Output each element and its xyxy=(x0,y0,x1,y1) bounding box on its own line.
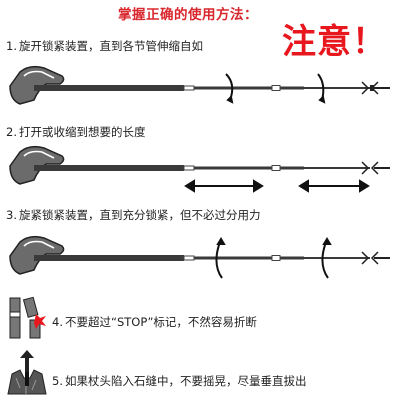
rock-crevice-icon xyxy=(7,350,47,395)
step-number: 2. xyxy=(6,125,17,139)
step-text: 不要超过“STOP”标记，不然容易折断 xyxy=(64,315,257,329)
step-5: 5.如果杖头陷入石缝中，不要摇晃，尽量垂直拔出 xyxy=(52,373,306,389)
pole-illustration-1 xyxy=(9,65,390,105)
trekking-pole xyxy=(9,65,390,105)
rotate-arrow xyxy=(225,73,326,104)
step-text: 旋开锁紧装置，直到各节管伸缩自如 xyxy=(18,39,203,53)
step-number: 5. xyxy=(52,374,63,388)
double-arrow xyxy=(184,179,370,193)
step-4: 4.不要超过“STOP”标记，不然容易折断 xyxy=(52,314,257,330)
page-title: 掌握正确的使用方法： xyxy=(118,7,258,23)
rotate-arrow xyxy=(215,237,332,279)
step-text: 打开或收缩到想要的长度 xyxy=(18,125,146,139)
step-text: 如果杖头陷入石缝中，不要摇晃，尽量垂直拔出 xyxy=(64,374,307,388)
trekking-pole xyxy=(9,235,390,275)
stop-mark-icon xyxy=(9,296,46,339)
pole-illustration-2 xyxy=(9,145,390,193)
step-number: 4. xyxy=(52,315,63,329)
step-number: 3. xyxy=(6,208,17,222)
pole-illustration-3 xyxy=(9,235,390,279)
step-number: 1. xyxy=(6,39,17,53)
warning-heading: 注意！ xyxy=(282,22,387,62)
step-1: 1.旋开锁紧装置，直到各节管伸缩自如 xyxy=(6,38,203,54)
step-text: 旋紧锁紧装置，直到充分锁紧，但不必过分用力 xyxy=(18,208,261,222)
trekking-pole xyxy=(9,145,390,185)
step-2: 2.打开或收缩到想要的长度 xyxy=(6,124,145,140)
step-3: 3.旋紧锁紧装置，直到充分锁紧，但不必过分用力 xyxy=(6,207,260,223)
